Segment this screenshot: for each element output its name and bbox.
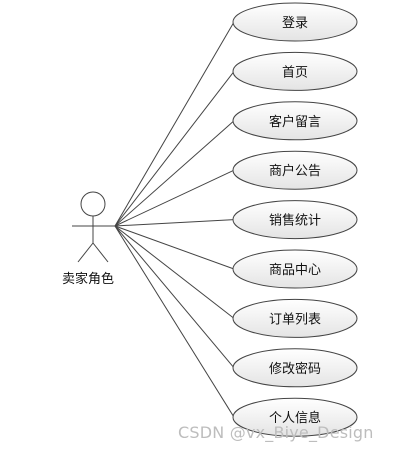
use-case-label: 商品中心 — [269, 263, 321, 278]
use-case-item: 修改密码 — [232, 348, 358, 388]
use-case-ellipse — [232, 2, 358, 42]
association-line — [114, 225, 235, 418]
association-line — [114, 169, 235, 227]
use-case-ellipse — [232, 298, 358, 338]
actor-left-leg — [77, 242, 94, 263]
use-case-item: 客户留言 — [232, 101, 358, 141]
use-case-ellipse — [232, 101, 358, 141]
use-case-label: 商户公告 — [269, 163, 321, 179]
actor-right-leg — [92, 242, 109, 263]
association-lines — [114, 21, 235, 418]
association-line — [114, 71, 235, 227]
association-line — [114, 120, 235, 227]
actor-label: 卖家角色 — [62, 271, 114, 287]
use-case-label: 个人信息 — [269, 410, 321, 426]
association-line — [114, 219, 235, 227]
use-case-item: 商户公告 — [232, 150, 358, 190]
use-case-ellipse — [232, 200, 358, 240]
use-case-ellipse — [232, 51, 358, 91]
watermark: CSDN @vx_Biye_Design — [178, 423, 374, 442]
association-line — [114, 225, 235, 369]
use-case-item: 商品中心 — [232, 249, 358, 289]
association-line — [114, 225, 235, 319]
use-case-ellipse — [232, 150, 358, 190]
use-case-ellipse — [232, 397, 358, 437]
use-case-label: 销售统计 — [269, 213, 321, 229]
use-case-ellipse — [232, 249, 358, 289]
use-case-item: 销售统计 — [232, 200, 358, 240]
actor-head — [80, 191, 106, 217]
use-case-item: 个人信息 — [232, 397, 358, 437]
use-case-label: 订单列表 — [269, 312, 321, 327]
association-line — [114, 21, 235, 227]
actor-seller: 卖家角色 — [62, 191, 115, 287]
use-case-label: 客户留言 — [269, 114, 321, 130]
use-case-item: 登录 — [232, 2, 358, 42]
use-case-label: 修改密码 — [269, 361, 321, 377]
use-case-item: 订单列表 — [232, 298, 358, 338]
use-case-label: 登录 — [282, 16, 308, 31]
association-line — [114, 225, 235, 270]
use-case-label: 首页 — [282, 65, 308, 80]
use-case-ellipse — [232, 348, 358, 388]
use-case-item: 首页 — [232, 51, 358, 91]
